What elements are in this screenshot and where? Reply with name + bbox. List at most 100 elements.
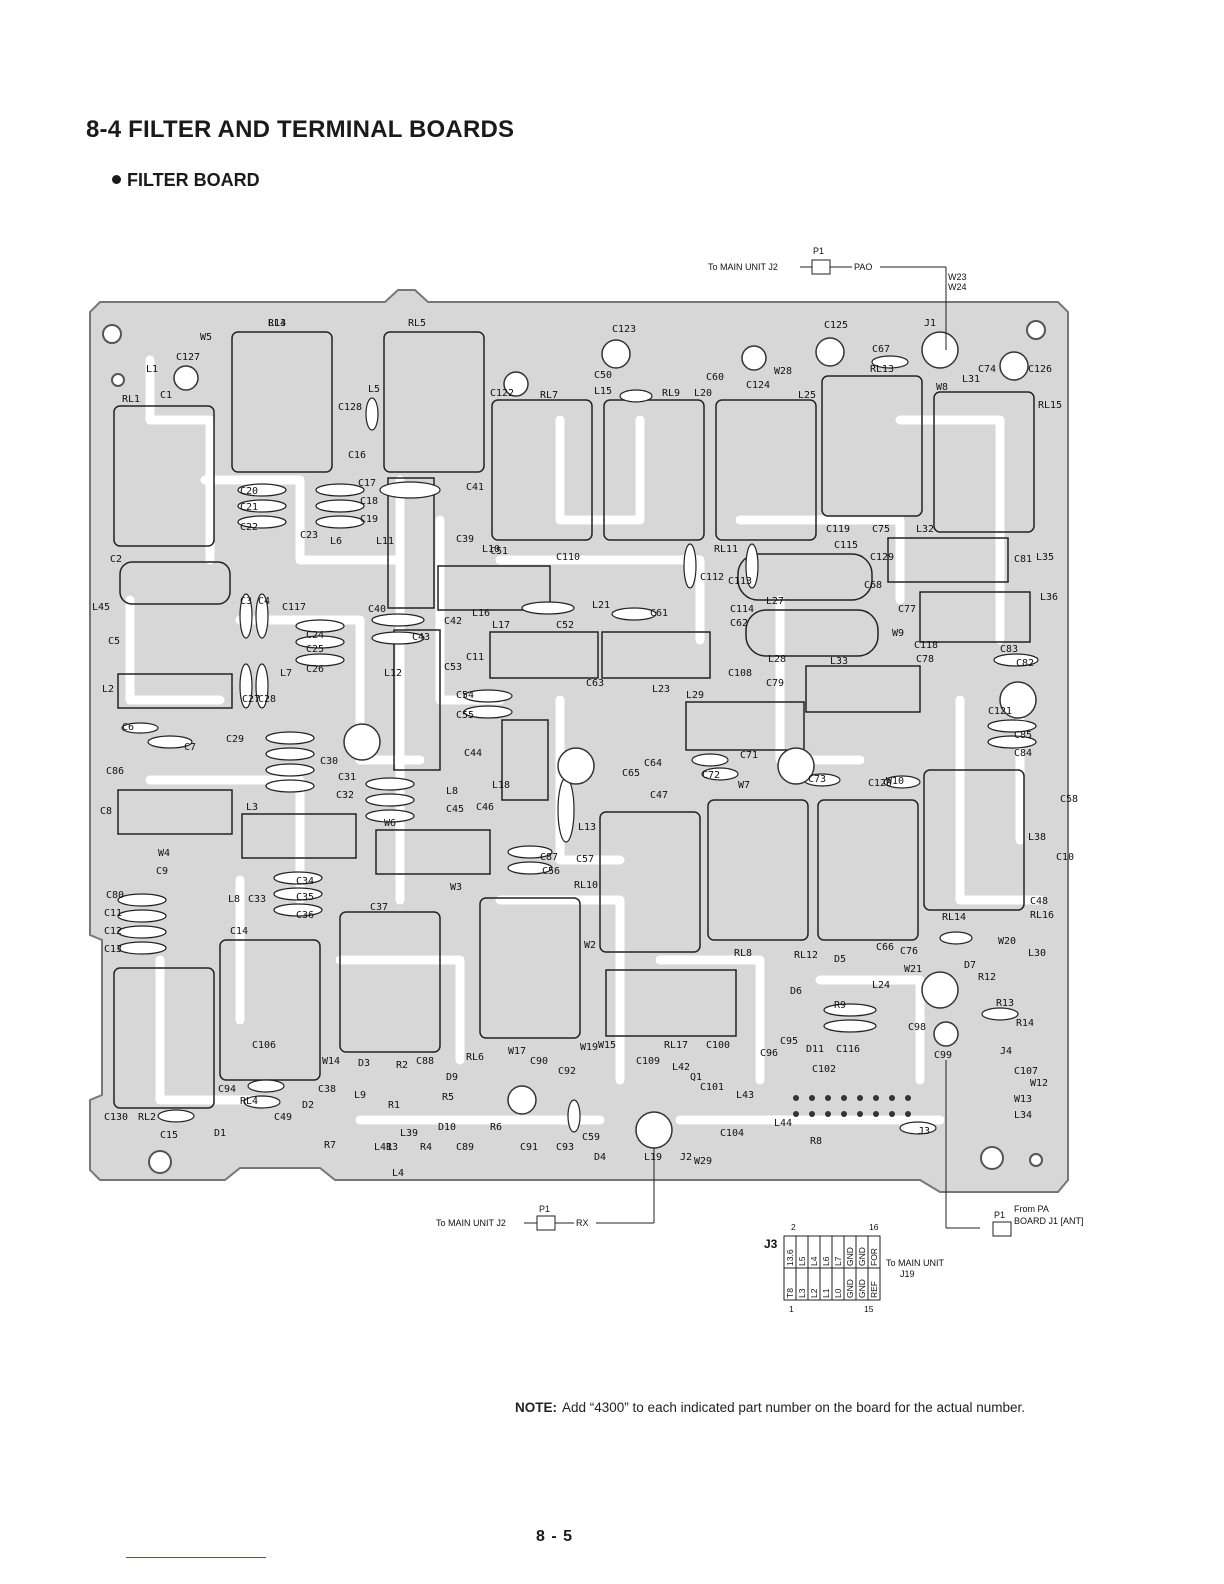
- inductor-l3: [117, 789, 233, 835]
- board-label-rl5: RL5: [408, 318, 426, 329]
- relay-rl5: [383, 331, 485, 473]
- j3-pin-cell: L1: [821, 1288, 831, 1298]
- bullet-icon: [112, 175, 121, 184]
- board-label-c63: C63: [586, 678, 604, 689]
- board-label-c39: C39: [456, 534, 474, 545]
- board-label-l5: L5: [368, 384, 380, 395]
- bottom-left-p1-label: P1: [539, 1204, 550, 1214]
- board-label-c117: C117: [282, 602, 306, 613]
- inductor-l18: [501, 719, 549, 801]
- board-label-l8: L8: [446, 786, 458, 797]
- board-label-rl11: RL11: [714, 544, 738, 555]
- board-label-c102: C102: [812, 1064, 836, 1075]
- note-text: Add “4300” to each indicated part number…: [562, 1400, 1026, 1415]
- relay-rl9: [603, 399, 705, 541]
- board-label-c30: C30: [320, 756, 338, 767]
- board-label-c113: C113: [728, 576, 752, 587]
- footer-rule: [126, 1557, 266, 1558]
- board-label-w7: W7: [738, 780, 750, 791]
- board-label-c19: C19: [360, 514, 378, 525]
- inductor-l27: [737, 553, 873, 601]
- board-label-c79: C79: [766, 678, 784, 689]
- board-label-c32: C32: [336, 790, 354, 801]
- board-label-c25: C25: [306, 644, 324, 655]
- board-label-c99: C99: [934, 1050, 952, 1061]
- trimmer: [507, 1085, 537, 1115]
- board-label-c71: C71: [740, 750, 758, 761]
- board-label-c120: C120: [868, 778, 892, 789]
- board-label-l31: L31: [962, 374, 980, 385]
- relays: [113, 331, 1035, 1109]
- board-label-c100: C100: [706, 1040, 730, 1051]
- board-label-l10: L10: [482, 544, 500, 555]
- bottom-left-to-label: To MAIN UNIT J2: [436, 1218, 506, 1228]
- relay-rl16: [923, 769, 1025, 911]
- board-label-l27: L27: [766, 596, 784, 607]
- board-label-c95: C95: [780, 1036, 798, 1047]
- board-label-l45: L45: [92, 602, 110, 613]
- board-label-c13: C13: [104, 944, 122, 955]
- jack-j2: [635, 1111, 673, 1149]
- board-label-c24: C24: [306, 630, 324, 641]
- board-label-c41: C41: [466, 482, 484, 493]
- board-label-c128: C128: [338, 402, 362, 413]
- board-label-l14: L14: [268, 318, 286, 329]
- board-label-c119: C119: [826, 524, 850, 535]
- board-label-r7: R7: [324, 1140, 336, 1151]
- board-label-c77: C77: [898, 604, 916, 615]
- sub-title-text: FILTER BOARD: [127, 170, 260, 190]
- inductor-l29: [685, 701, 805, 751]
- board-label-c7: C7: [184, 742, 196, 753]
- j3-pin-cell: GND: [845, 1279, 855, 1298]
- j3-pin-cell: L0: [833, 1288, 843, 1298]
- round-components: [173, 331, 1037, 1149]
- board-label-l2: L2: [102, 684, 114, 695]
- relay-rl1: [113, 405, 215, 547]
- board-label-c60: C60: [706, 372, 724, 383]
- trimmer: [999, 351, 1029, 381]
- relay-rl10: [599, 811, 701, 953]
- board-label-c118: C118: [914, 640, 938, 651]
- board-label-c52: C52: [556, 620, 574, 631]
- board-label-d4: D4: [594, 1152, 606, 1163]
- board-label-c93: C93: [556, 1142, 574, 1153]
- board-label-rl1: RL1: [122, 394, 140, 405]
- relay-rl7: [491, 399, 593, 541]
- board-label-w28: W28: [774, 366, 792, 377]
- board-label-c5: C5: [108, 636, 120, 647]
- board-label-rl8: RL8: [734, 948, 752, 959]
- board-label-c83: C83: [1000, 644, 1018, 655]
- board-label-c94: C94: [218, 1084, 236, 1095]
- board-label-w12: W12: [1030, 1078, 1048, 1089]
- j3-pin-top-right: 16: [869, 1222, 879, 1232]
- board-label-r6: R6: [490, 1122, 502, 1133]
- board-label-c88: C88: [416, 1056, 434, 1067]
- j3-pin-bottom-left: 1: [789, 1304, 794, 1314]
- board-label-c56: C56: [542, 866, 560, 877]
- trimmer: [503, 371, 529, 397]
- j3-pin-cell: REF: [869, 1281, 879, 1298]
- board-label-w10: W10: [886, 776, 904, 787]
- board-label-c81: C81: [1014, 554, 1032, 565]
- j3-pin-cell: GND: [857, 1247, 867, 1266]
- board-label-c90: C90: [530, 1056, 548, 1067]
- board-label-c21: C21: [240, 502, 258, 513]
- board-label-c33: C33: [248, 894, 266, 905]
- board-label-c31: C31: [338, 772, 356, 783]
- board-label-w14: W14: [322, 1056, 340, 1067]
- board-label-w17: W17: [508, 1046, 526, 1057]
- board-label-c82: C82: [1016, 658, 1034, 669]
- j3-title: J3: [764, 1237, 778, 1251]
- board-label-c116: C116: [836, 1044, 860, 1055]
- board-label-w4: W4: [158, 848, 170, 859]
- board-label-d10: D10: [438, 1122, 456, 1133]
- board-label-rl17: RL17: [664, 1040, 688, 1051]
- board-label-w20: W20: [998, 936, 1016, 947]
- board-label-c47: C47: [650, 790, 668, 801]
- board-label-l28: L28: [768, 654, 786, 665]
- trimmer: [999, 681, 1037, 719]
- board-label-l25: L25: [798, 390, 816, 401]
- board-label-w2: W2: [584, 940, 596, 951]
- board-label-c43: C43: [412, 632, 430, 643]
